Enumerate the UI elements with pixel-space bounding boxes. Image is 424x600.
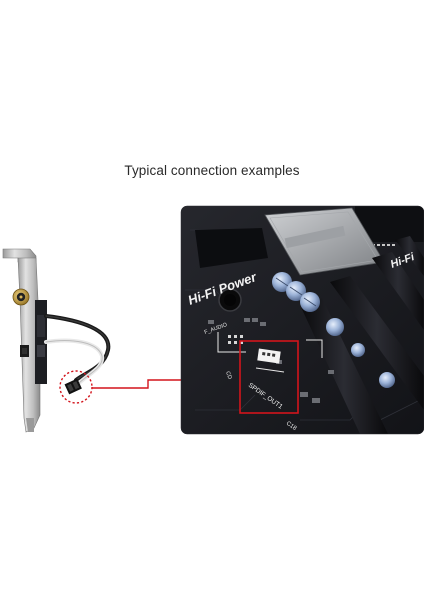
dupont-connector-icon: [59, 370, 93, 404]
caption-text: Typical connection examples: [124, 163, 300, 178]
board-label-small-c: C18: [285, 421, 298, 433]
pcie-slot-icon: [300, 236, 424, 434]
spdif-header-icon: [255, 348, 285, 373]
header-pins-icon: [228, 335, 243, 344]
pci-bracket: [2, 248, 41, 433]
chip-icon: [355, 206, 424, 246]
capacitor-icon: [272, 272, 395, 388]
highlight-box: [239, 340, 299, 414]
motherboard-photo: Hi-Fi Power Hi-Fi SPDIF_OUT1 F_AUDIO CD …: [181, 206, 424, 434]
spdif-cable: [44, 314, 111, 386]
optical-port-icon: [20, 345, 29, 357]
coax-jack-icon: [12, 288, 30, 306]
bracket-pcb: [35, 300, 47, 384]
board-label-small-b: CD: [224, 371, 232, 381]
mount-hole-icon: [218, 288, 242, 312]
